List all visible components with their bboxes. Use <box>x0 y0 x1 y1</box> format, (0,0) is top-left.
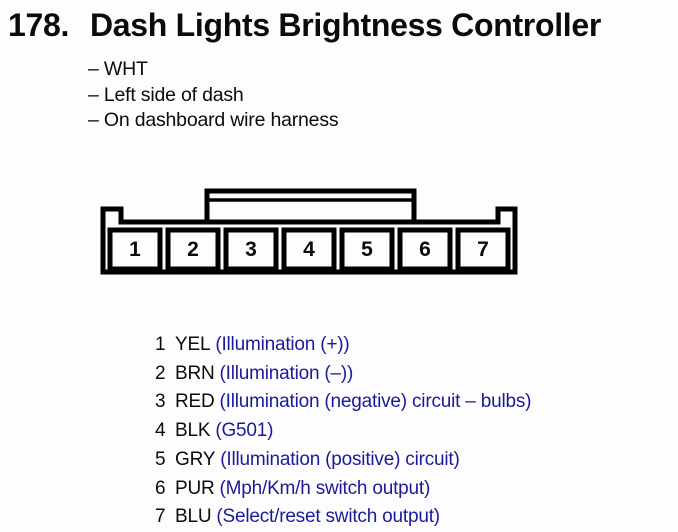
connector-notes: – WHT – Left side of dash – On dashboard… <box>88 57 339 134</box>
pin-cell-number: 7 <box>477 238 489 261</box>
pin-description: (Illumination (negative) circuit – bulbs… <box>219 391 532 413</box>
pin-wire-color: YEL <box>175 334 211 355</box>
connector-diagram: 1 2 3 4 5 6 7 <box>95 183 525 283</box>
pin-description: (Illumination (–)) <box>219 362 354 384</box>
pin-number: 2 <box>155 362 166 384</box>
note-line: – Left side of dash <box>88 83 244 106</box>
page-title: 178. Dash Lights Brightness Controller <box>8 5 601 45</box>
pin-description: (Mph/Km/h switch output) <box>219 477 431 499</box>
pin-cell-number: 6 <box>419 238 431 261</box>
pin-wire-color: RED <box>175 391 215 413</box>
pin-cell-7 <box>455 227 511 272</box>
pin-row: 6 PUR (Mph/Km/h switch output) <box>155 475 531 504</box>
pin-cell-3 <box>223 227 279 272</box>
pin-number: 7 <box>155 506 166 528</box>
pin-wire-color: GRY <box>175 448 216 470</box>
pin-wire-color: PUR <box>175 477 215 499</box>
heading-title: Dash Lights Brightness Controller <box>90 7 602 43</box>
note-line: – WHT <box>88 58 148 80</box>
pin-description-list: 1 YEL (Illumination (+)) 2 BRN (Illumina… <box>155 331 531 532</box>
pin-row: 1 YEL (Illumination (+)) <box>155 331 531 360</box>
pin-number: 1 <box>155 334 166 355</box>
pin-number: 3 <box>155 391 166 413</box>
pin-cell-6 <box>397 227 453 272</box>
pin-number: 4 <box>155 420 166 442</box>
pin-description: (Illumination (positive) circuit) <box>220 448 460 470</box>
heading-number: 178. <box>8 7 70 43</box>
pin-row: 3 RED (Illumination (negative) circuit –… <box>155 388 531 417</box>
pin-wire-color: BLK <box>175 420 211 442</box>
pin-row: 2 BRN (Illumination (–)) <box>155 360 531 389</box>
pin-cell-1 <box>107 227 163 272</box>
pin-cell-number: 1 <box>129 238 141 261</box>
pin-number: 6 <box>155 477 166 499</box>
pin-row: 5 GRY (Illumination (positive) circuit) <box>155 446 531 475</box>
connector-drawing: 1 2 3 4 5 6 7 <box>100 188 518 275</box>
pin-cell-number: 2 <box>187 238 199 261</box>
pin-cell-4 <box>281 227 337 272</box>
pin-wire-color: BLU <box>175 506 212 528</box>
pin-cell-number: 4 <box>303 238 315 261</box>
pin-row: 4 BLK (G501) <box>155 417 531 446</box>
pin-row: 7 BLU (Select/reset switch output) <box>155 503 531 532</box>
pin-wire-color: BRN <box>175 362 215 384</box>
pin-description: (Select/reset switch output) <box>216 506 440 528</box>
pin-number: 5 <box>155 448 166 470</box>
pin-description: (G501) <box>215 420 274 442</box>
pin-cell-2 <box>165 227 221 272</box>
pin-cell-number: 5 <box>361 238 373 261</box>
pin-cell-number: 3 <box>245 238 257 261</box>
connector-latch-tab <box>204 188 417 225</box>
pin-cell-5 <box>339 227 395 272</box>
note-line: – On dashboard wire harness <box>88 109 339 132</box>
pin-description: (Illumination (+)) <box>215 334 350 355</box>
